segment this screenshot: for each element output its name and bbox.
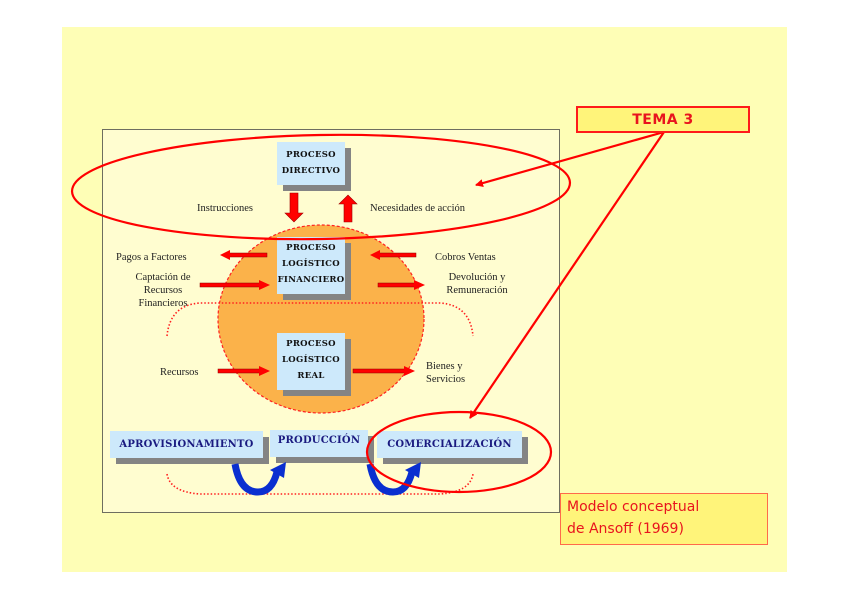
tema-3-label: TEMA 3 [576,106,750,133]
label-captacion-line1: Captación de [135,272,191,283]
label-pagos: Pagos a Factores [116,252,187,263]
label-captacion-line3: Financieros [138,298,188,309]
proceso-financiero-box: PROCESO LOGÍSTICO FINANCIERO [277,237,345,294]
model-caption-line1: Modelo conceptual [567,499,700,515]
proceso-real-line2: LOGÍSTICO [282,355,340,365]
proceso-directivo-line1: PROCESO [286,150,336,160]
label-instrucciones: Instrucciones [197,203,253,214]
label-recursos: Recursos [160,367,199,378]
comercializacion-box: COMERCIALIZACIÓN [377,431,522,458]
aprovisionamiento-box: APROVISIONAMIENTO [110,431,263,458]
model-caption: Modelo conceptual de Ansoff (1969) [560,493,768,545]
label-bienes: Bienes y Servicios [426,360,465,386]
label-captacion-line2: Recursos [143,285,183,296]
label-devolucion-line1: Devolución y [448,272,506,283]
label-devolucion: Devolución y Remuneración [436,271,518,297]
label-bienes-line1: Bienes y [426,361,463,372]
proceso-financiero-line3: FINANCIERO [277,275,345,285]
proceso-financiero-line1: PROCESO [286,243,336,253]
proceso-real-line3: REAL [297,371,325,381]
label-devolucion-line2: Remuneración [446,285,508,296]
label-captacion: Captación de Recursos Financieros [126,271,200,310]
produccion-box: PRODUCCIÓN [270,430,368,457]
label-bienes-line2: Servicios [426,374,466,385]
label-cobros: Cobros Ventas [435,252,496,263]
proceso-directivo-box: PROCESO DIRECTIVO [277,142,345,185]
proceso-financiero-line2: LOGÍSTICO [282,259,340,269]
proceso-real-line1: PROCESO [286,339,336,349]
model-caption-line2: de Ansoff (1969) [567,521,684,537]
label-necesidades: Necesidades de acción [370,203,466,214]
proceso-real-box: PROCESO LOGÍSTICO REAL [277,333,345,390]
proceso-directivo-line2: DIRECTIVO [281,166,341,176]
